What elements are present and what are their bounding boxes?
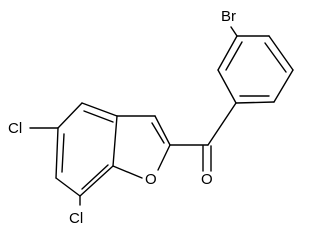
- bond: [154, 115, 171, 146]
- bond: [61, 133, 65, 173]
- bond: [83, 110, 114, 123]
- chlorine-c7-label: Cl: [69, 210, 83, 227]
- bromophenyl-ring: [217, 35, 294, 104]
- bond: [81, 102, 118, 117]
- molecule-structure: Br O O Cl Cl: [8, 8, 294, 227]
- bond: [225, 41, 243, 71]
- bond: [217, 69, 237, 104]
- benzene-ring: [55, 102, 118, 197]
- bond: [268, 35, 294, 71]
- bond: [112, 165, 143, 179]
- bond: [81, 164, 109, 190]
- furan-ring: [112, 115, 171, 179]
- bond: [273, 69, 294, 103]
- bond: [79, 165, 114, 197]
- bond: [264, 42, 287, 73]
- bond: [207, 102, 237, 146]
- bond: [217, 35, 238, 71]
- carbonyl-oxygen-label: O: [201, 171, 213, 188]
- bond: [112, 115, 118, 167]
- bond: [235, 101, 275, 104]
- bromine-label: Br: [221, 8, 236, 25]
- chlorine-c5-label: Cl: [8, 120, 22, 137]
- bond: [230, 26, 238, 37]
- furan-oxygen-label: O: [145, 171, 157, 188]
- bond: [151, 122, 165, 144]
- bond: [55, 177, 81, 197]
- bond: [55, 127, 59, 179]
- bond: [157, 144, 171, 171]
- bond: [57, 102, 83, 129]
